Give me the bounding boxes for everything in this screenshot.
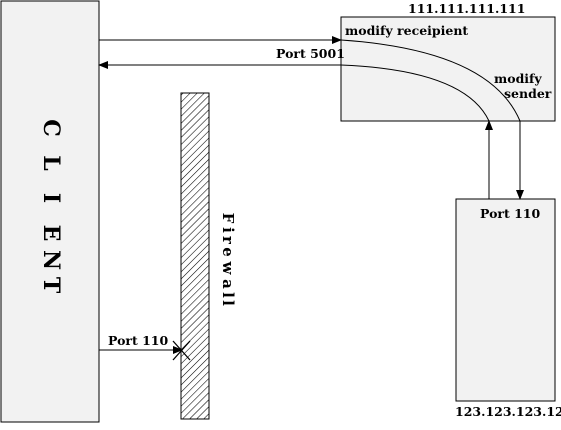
firewall-letter: i (219, 227, 237, 233)
port-5001-label: Port 5001 (276, 46, 345, 61)
mail-server-box (455, 198, 556, 402)
firewall-wall (180, 92, 210, 420)
modify-sender-label-line2: sender (504, 86, 552, 101)
mail-server-port-label: Port 110 (480, 206, 541, 221)
firewall-letter: a (219, 279, 237, 289)
mail-server-ip: 123.123.123.123 (455, 404, 561, 419)
sender-to-client-curve (340, 64, 490, 122)
client-box (0, 0, 100, 423)
modify-recipient-label: modify receipient (345, 23, 468, 38)
recipient-to-mail-curve (340, 39, 521, 122)
client-letter: N (38, 250, 64, 270)
firewall-letter: F (219, 213, 237, 224)
client-letter: C (38, 119, 64, 137)
firewall-letter: e (219, 247, 237, 257)
modify-sender-label-line1: modify (494, 71, 542, 86)
firewall-letter: r (219, 236, 237, 245)
client-letter: I (38, 193, 64, 203)
client-letter: L (38, 155, 64, 170)
relay-server-ip: 111.111.111.111 (408, 1, 525, 16)
client-letter: E (38, 225, 64, 242)
client-letter: T (38, 277, 64, 294)
blocked-x-icon (172, 340, 191, 361)
firewall-label: F i r e w a l l (219, 213, 237, 306)
firewall-letter: l (219, 292, 237, 298)
blocked-port-label: Port 110 (108, 333, 169, 348)
client-label: C L I E N T (38, 119, 64, 294)
firewall-letter: w (219, 261, 237, 276)
firewall-letter: l (219, 300, 237, 306)
relay-server-box (340, 16, 556, 122)
